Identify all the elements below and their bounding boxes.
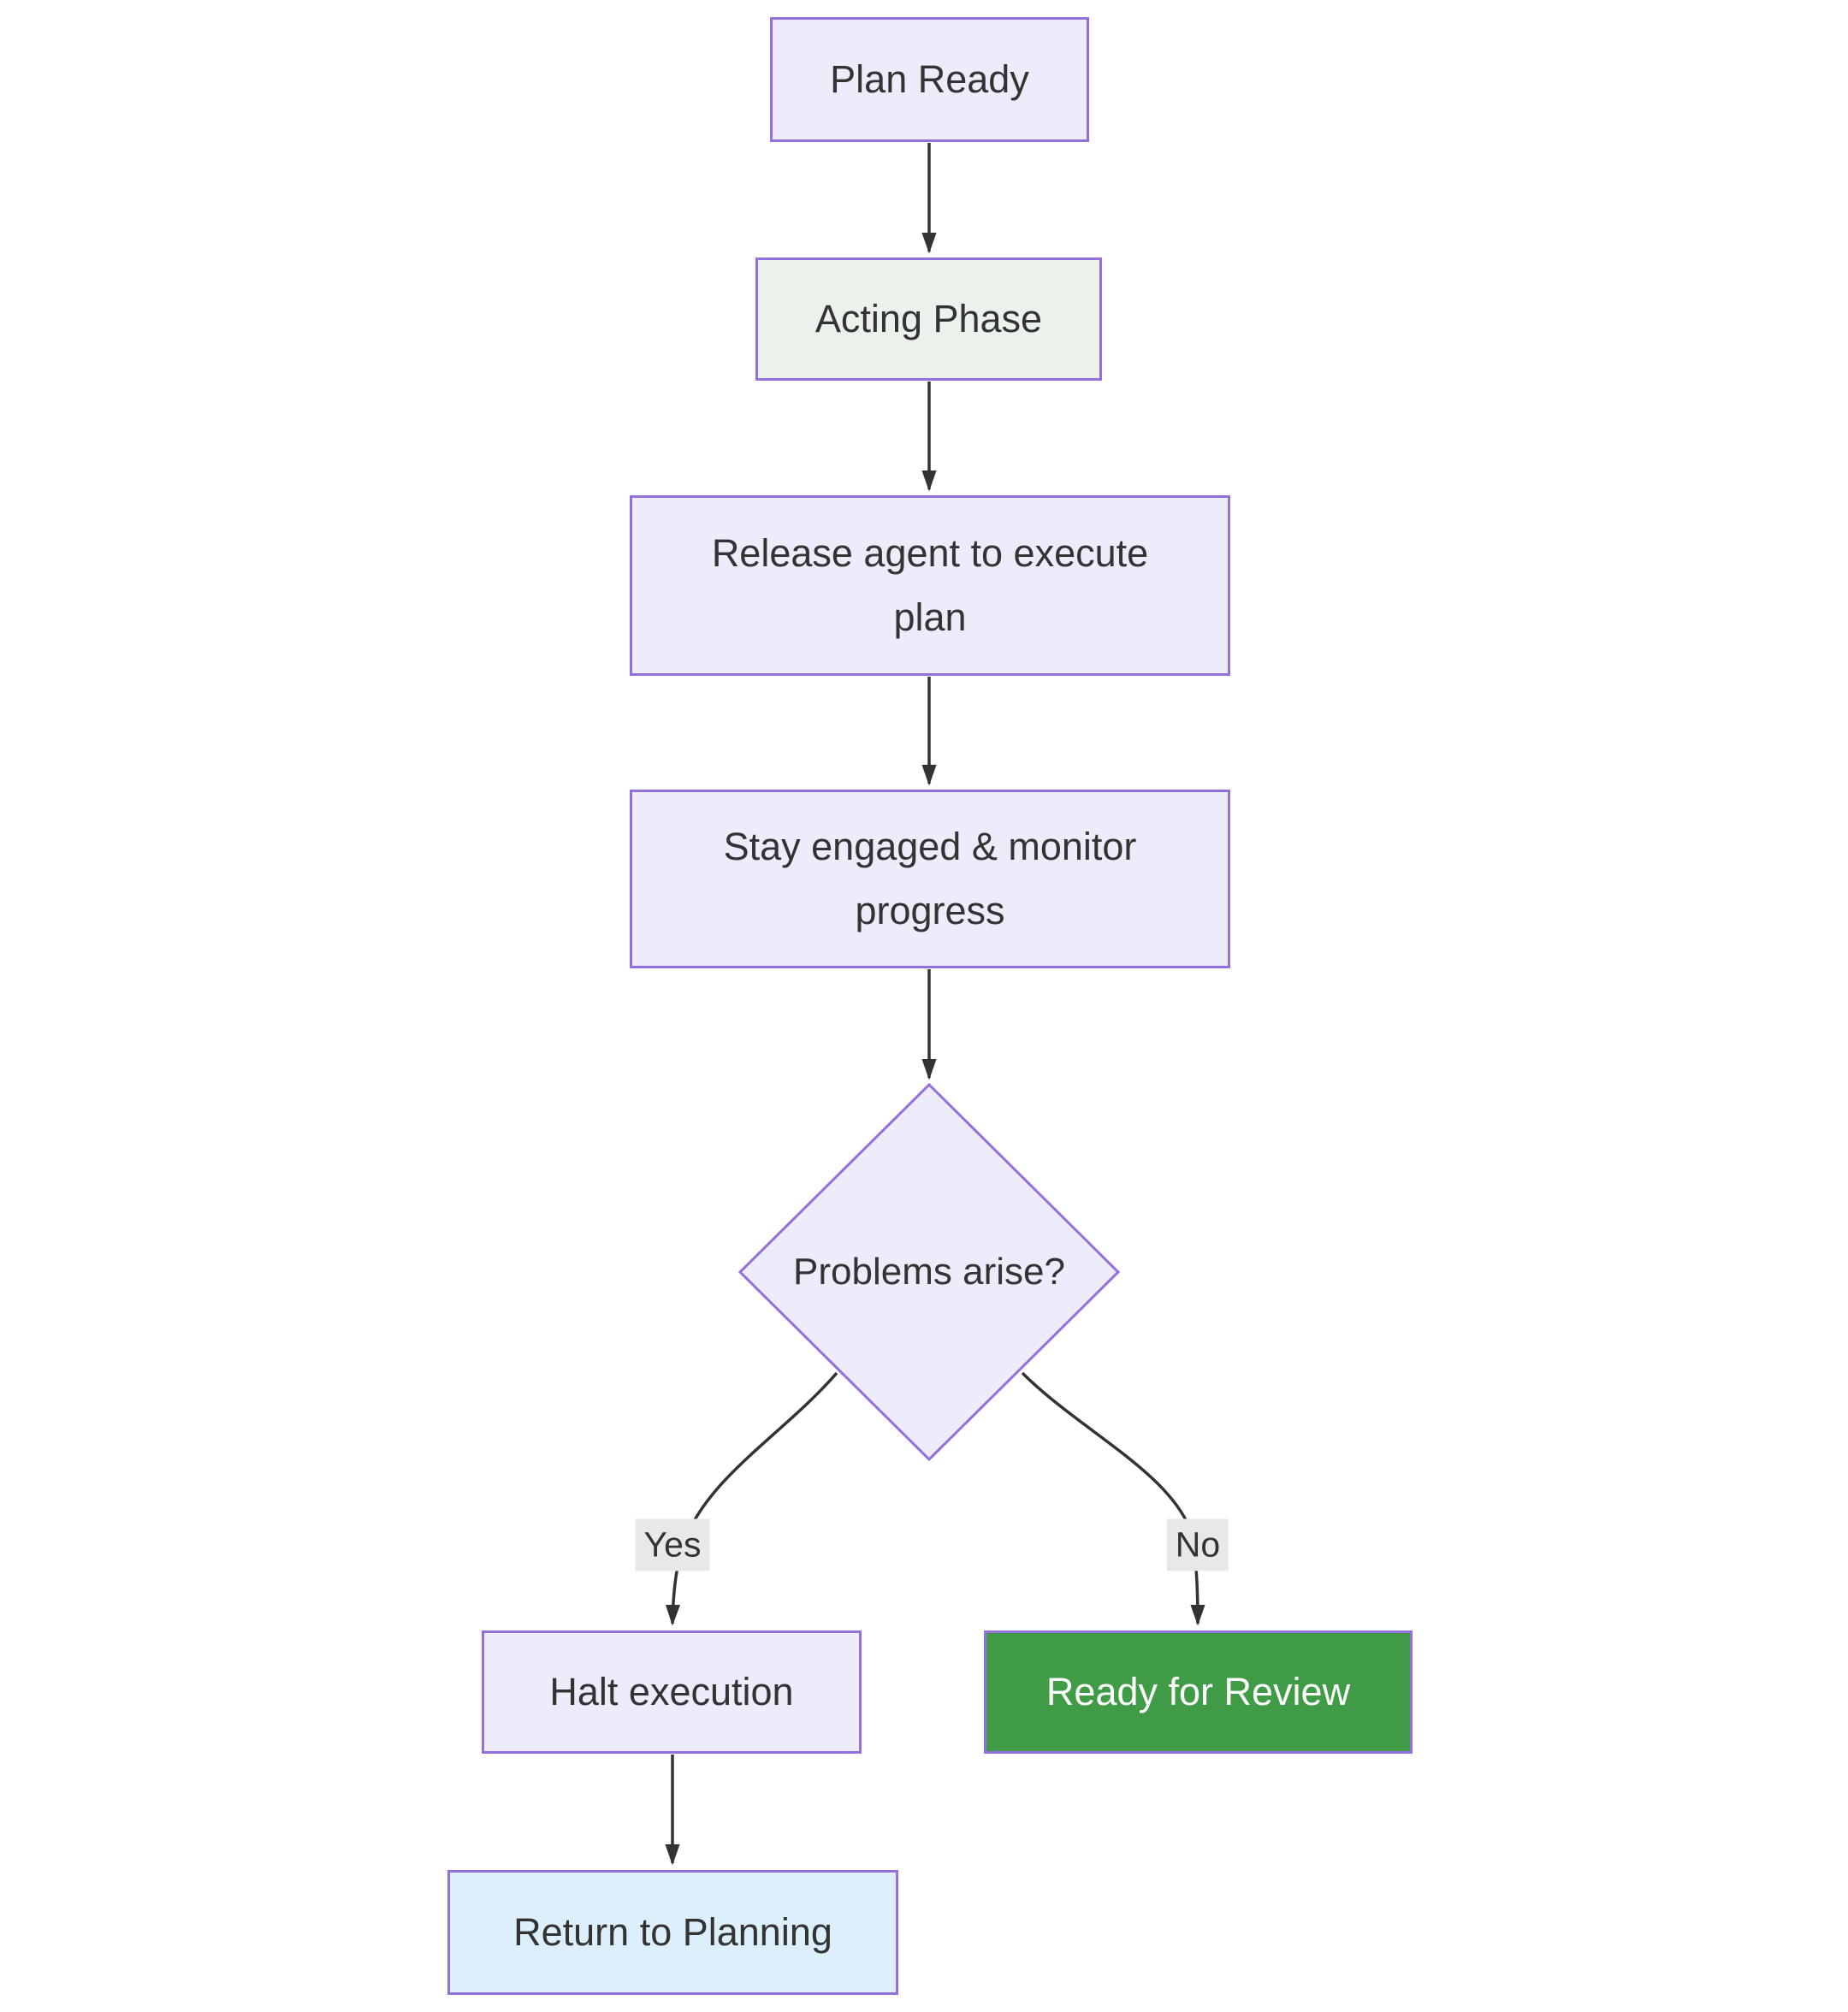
- node-problems-arise: Problems arise?: [749, 1215, 1109, 1329]
- edge-label-no: No: [1166, 1518, 1229, 1571]
- edge-decision-no: [1021, 1371, 1205, 1626]
- edge-label-yes: Yes: [635, 1518, 710, 1571]
- decision-diamond-shape: [737, 1082, 1121, 1462]
- edge-label-yes-text: Yes: [643, 1524, 702, 1565]
- edge-decision-yes: [665, 1371, 838, 1626]
- node-monitor-progress: Stay engaged & monitor progress: [630, 790, 1230, 968]
- node-release-agent-label: Release agent to execute plan: [711, 531, 1149, 639]
- node-problems-arise-label: Problems arise?: [793, 1251, 1065, 1293]
- edge-label-no-text: No: [1175, 1524, 1221, 1565]
- node-halt-execution: Halt execution: [482, 1630, 862, 1754]
- node-acting-phase-label: Acting Phase: [814, 296, 1043, 340]
- node-plan-ready: Plan Ready: [770, 17, 1089, 142]
- node-halt-execution-label: Halt execution: [549, 1669, 794, 1713]
- node-monitor-progress-label: Stay engaged & monitor progress: [723, 825, 1137, 932]
- node-release-agent: Release agent to execute plan: [630, 495, 1230, 676]
- node-ready-for-review-label: Ready for Review: [1045, 1669, 1351, 1713]
- node-plan-ready-label: Plan Ready: [830, 56, 1029, 101]
- node-return-to-planning: Return to Planning: [447, 1870, 898, 1995]
- node-ready-for-review: Ready for Review: [984, 1630, 1413, 1754]
- node-return-to-planning-label: Return to Planning: [513, 1909, 832, 1954]
- node-acting-phase: Acting Phase: [755, 257, 1102, 381]
